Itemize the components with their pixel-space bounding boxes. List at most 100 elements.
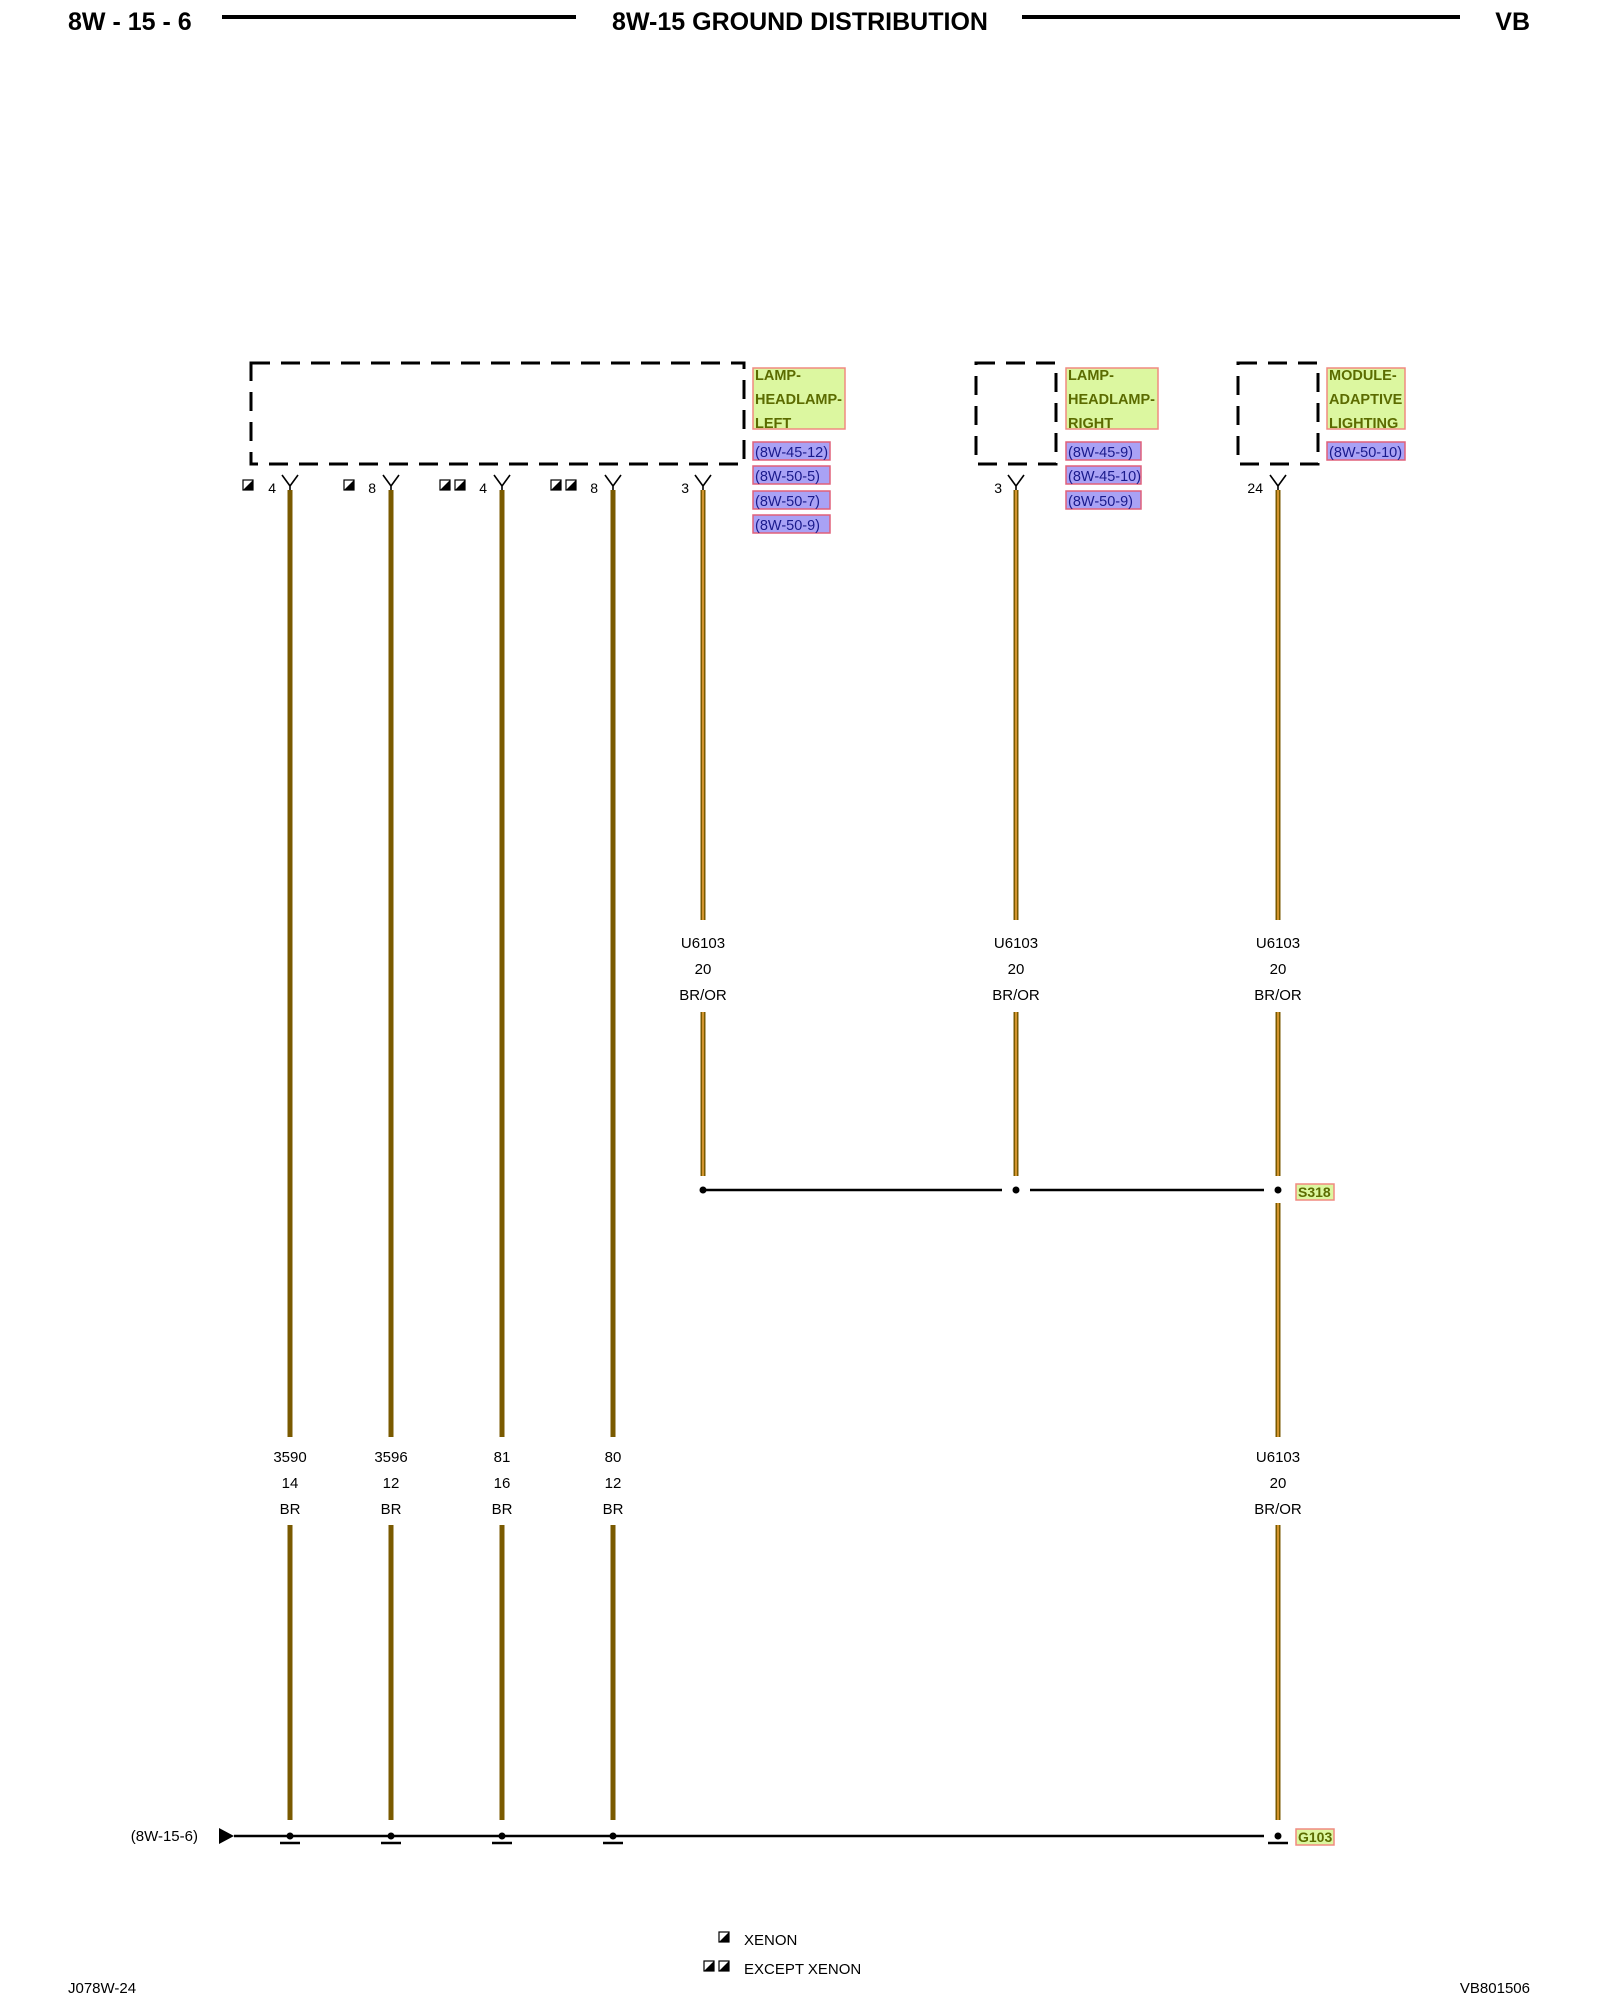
ref-link[interactable]: (8W-45-10) <box>1065 465 1142 485</box>
ref-link[interactable]: (8W-50-10) <box>1326 441 1406 461</box>
wire-circuit: 81 <box>494 1449 511 1466</box>
wire-circuit: 80 <box>605 1449 622 1466</box>
ground-tag[interactable]: G103 <box>1295 1828 1335 1846</box>
except-xenon-option-icon <box>439 479 466 491</box>
wire-label-group: U6103 20 BR/OR <box>679 935 727 1004</box>
except-xenon-option-icon <box>550 479 577 491</box>
wire-gauge: 20 <box>695 961 712 978</box>
wire-gauge: 16 <box>494 1475 511 1492</box>
ground-eyelet <box>603 1832 623 1845</box>
brown-orange-wires <box>700 490 1281 1820</box>
component-label-headlamp-left[interactable]: LAMP- HEADLAMP- LEFT <box>752 367 846 432</box>
pin-number: 4 <box>268 480 276 496</box>
component-name-line: LIGHTING <box>1329 416 1398 432</box>
wire-label-group: 80 12 BR <box>603 1449 624 1518</box>
ref-link-text: (8W-50-9) <box>755 518 820 534</box>
wire-gauge: 12 <box>383 1475 400 1492</box>
ground-eyelet <box>280 1832 300 1845</box>
pin-arrow <box>694 474 712 490</box>
ref-link-text: (8W-45-12) <box>755 445 828 461</box>
ref-link-text: (8W-50-9) <box>1068 494 1133 510</box>
component-label-adaptive-lighting-module[interactable]: MODULE- ADAPTIVE LIGHTING <box>1326 367 1406 432</box>
pin-arrow <box>493 474 511 490</box>
wire-circuit: 3596 <box>374 1449 407 1466</box>
ref-links-headlamp-right: (8W-45-9) (8W-45-10) (8W-50-9) <box>1065 441 1142 510</box>
ref-links-adaptive-lighting-module: (8W-50-10) <box>1326 441 1406 461</box>
ground-eyelet <box>1268 1832 1288 1845</box>
component-name-line: MODULE- <box>1329 368 1397 384</box>
wire-color: BR/OR <box>679 987 727 1004</box>
wire-circuit: 3590 <box>273 1449 306 1466</box>
splice-s318: S318 <box>699 1183 1335 1201</box>
legend-item-xenon: XENON <box>718 1931 797 1949</box>
pin-number: 4 <box>479 480 487 496</box>
pin-arrow <box>382 474 400 490</box>
ref-link[interactable]: (8W-50-7) <box>752 490 831 510</box>
continuation-arrow-icon <box>219 1828 234 1844</box>
component-name-line: LEFT <box>755 416 791 432</box>
wire-circuit: U6103 <box>1256 1449 1300 1466</box>
ref-link[interactable]: (8W-45-9) <box>1065 441 1142 461</box>
xenon-option-icon <box>242 479 254 491</box>
footer-left-code: J078W-24 <box>68 1980 136 1997</box>
ref-links-headlamp-left: (8W-45-12) (8W-50-5) (8W-50-7) (8W-50-9) <box>752 441 831 534</box>
wire-circuit: U6103 <box>681 935 725 952</box>
ground-g103: (8W-15-6) G103 <box>131 1828 1335 1846</box>
option-marks <box>242 479 577 491</box>
component-name-line: HEADLAMP- <box>1068 392 1155 408</box>
wire-label-group: 81 16 BR <box>492 1449 513 1518</box>
ref-link-text: (8W-45-10) <box>1068 469 1141 485</box>
ref-link[interactable]: (8W-50-9) <box>1065 490 1142 510</box>
ref-link[interactable]: (8W-50-9) <box>752 514 831 534</box>
ground-eyelet <box>381 1832 401 1845</box>
xenon-option-icon <box>343 479 355 491</box>
ref-link-text: (8W-45-9) <box>1068 445 1133 461</box>
wire-label-group: 3596 12 BR <box>374 1449 407 1518</box>
ref-link[interactable]: (8W-50-5) <box>752 465 831 485</box>
connector-pins <box>281 474 1287 490</box>
component-name-line: HEADLAMP- <box>755 392 842 408</box>
legend-label: EXCEPT XENON <box>744 1961 861 1978</box>
component-name-line: ADAPTIVE <box>1329 392 1403 408</box>
wire-circuit: U6103 <box>1256 935 1300 952</box>
pin-arrow <box>1007 474 1025 490</box>
splice-node <box>1274 1186 1282 1194</box>
pin-number: 24 <box>1247 480 1263 496</box>
wire-color: BR <box>603 1501 624 1518</box>
footer-right-code: VB801506 <box>1460 1980 1530 1997</box>
xenon-option-icon <box>718 1931 730 1943</box>
brown-wires <box>287 490 616 1820</box>
pin-arrow <box>281 474 299 490</box>
wire-label-group: U6103 20 BR/OR <box>992 935 1040 1004</box>
component-name-line: LAMP- <box>1068 368 1114 384</box>
ground-name: G103 <box>1298 1829 1332 1845</box>
pin-arrow <box>1269 474 1287 490</box>
ground-eyelet <box>492 1832 512 1845</box>
ref-link-text: (8W-50-5) <box>755 469 820 485</box>
headlamp-left-outline <box>249 361 746 466</box>
wire-label-group: 3590 14 BR <box>273 1449 306 1518</box>
wire-label-group: U6103 20 BR/OR <box>1254 1449 1302 1518</box>
wire-gauge: 20 <box>1270 961 1287 978</box>
legend-label: XENON <box>744 1932 797 1949</box>
pin-arrow <box>604 474 622 490</box>
splice-name: S318 <box>1298 1184 1331 1200</box>
section-code: VB <box>1495 8 1530 36</box>
legend: XENON EXCEPT XENON <box>703 1931 861 1978</box>
component-label-headlamp-right[interactable]: LAMP- HEADLAMP- RIGHT <box>1065 367 1159 432</box>
wire-circuit: U6103 <box>994 935 1038 952</box>
splice-node <box>1012 1186 1020 1194</box>
ref-link[interactable]: (8W-45-12) <box>752 441 831 461</box>
splice-tag[interactable]: S318 <box>1295 1183 1335 1201</box>
wire-color: BR <box>492 1501 513 1518</box>
wire-color: BR <box>280 1501 301 1518</box>
ground-continuation-ref[interactable]: (8W-15-6) <box>131 1828 198 1845</box>
legend-item-except-xenon: EXCEPT XENON <box>703 1960 861 1978</box>
wire-gauge: 20 <box>1008 961 1025 978</box>
splice-node <box>699 1186 707 1194</box>
pin-number: 8 <box>368 480 376 496</box>
wire-color: BR <box>381 1501 402 1518</box>
component-name-line: LAMP- <box>755 368 801 384</box>
pin-number: 8 <box>590 480 598 496</box>
